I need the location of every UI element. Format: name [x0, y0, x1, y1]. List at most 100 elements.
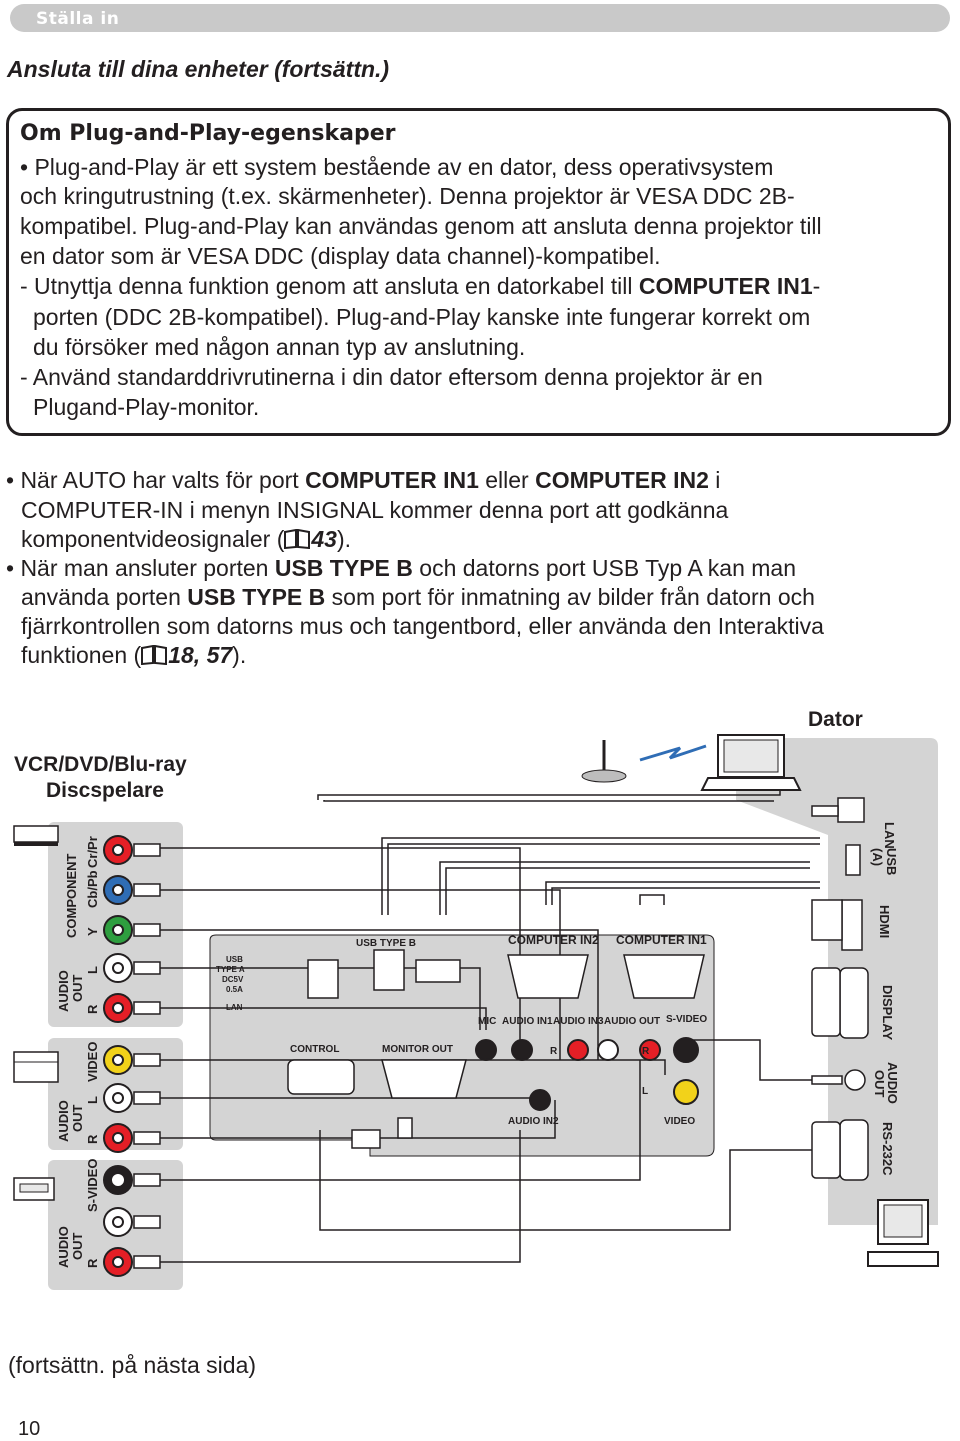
- s-video-label: S-VIDEO: [85, 1159, 100, 1212]
- cb-pb-label: Cb/Pb: [85, 870, 100, 908]
- plug-and-play-box: [6, 108, 951, 436]
- usb-a-port: [845, 844, 861, 876]
- pnp-text-line: och kringutrustning (t.ex. skärmenheter)…: [20, 183, 795, 209]
- book-reference-icon: [284, 529, 311, 549]
- bullet-usb-line: • När man ansluter porten USB TYPE B och…: [6, 555, 797, 581]
- audio-in3-jack-white: [597, 1039, 619, 1061]
- pnp-text-line: du försöker med någon annan typ av anslu…: [33, 334, 526, 360]
- bullet-usb-line: fjärrkontrollen som datorns mus och tang…: [21, 613, 824, 639]
- pc-lan-label: LAN: [882, 822, 897, 849]
- pc-hdmi-label: HDMI: [877, 905, 892, 938]
- r-panel-label: R: [642, 1046, 650, 1057]
- computer-in1-port: [623, 954, 705, 999]
- usb-type-b-label: USB TYPE B: [356, 938, 416, 949]
- audio-in3-jack-red: [567, 1039, 589, 1061]
- section-header-bar: Ställa in: [10, 4, 950, 32]
- bullet-auto-line: • När AUTO har valts för port COMPUTER I…: [6, 467, 721, 493]
- page-number: 10: [18, 1418, 41, 1440]
- cr-pr-label: Cr/Pr: [85, 836, 100, 868]
- vcr-device-icon: [13, 1051, 59, 1083]
- component-label: COMPONENT: [64, 853, 79, 938]
- out-label: OUT: [70, 975, 85, 1003]
- out-label: OUT: [70, 1233, 85, 1261]
- lan-small-label: LAN: [226, 1003, 243, 1012]
- audio-label: AUDIO: [56, 970, 71, 1012]
- vcr-label: VCR/DVD/Blu-ray: [14, 753, 187, 776]
- pnp-text-line: • Plug-and-Play är ett system bestående …: [20, 154, 774, 180]
- usb-type-b-jack: [373, 949, 405, 991]
- usb-a-small-label: 0.5A: [226, 985, 243, 994]
- audio-out-port: [844, 1069, 866, 1091]
- page-subtitle: Ansluta till dina enheter (fortsättn.): [7, 56, 390, 82]
- audio-out-jack-red: [639, 1039, 661, 1061]
- pnp-text-line: - Utnyttja denna funktion genom att ansl…: [20, 273, 821, 299]
- pnp-text-line: porten (DDC 2B-kompatibel). Plug-and-Pla…: [33, 304, 811, 330]
- continued-note: (fortsättn. på nästa sida): [8, 1352, 257, 1378]
- section-title: Ställa in: [36, 9, 120, 29]
- bullet-usb-line: funktionen (18, 57).: [21, 642, 247, 668]
- dvd-player-icon: [13, 825, 59, 846]
- video-jack: [673, 1079, 699, 1105]
- pc-out-label: OUT: [872, 1070, 887, 1098]
- connection-diagram: COMPONENT Cr/Pr Cb/Pb Y AUDIO OUT L R VI…: [13, 734, 939, 1290]
- pc-display-label: DISPLAY: [880, 985, 895, 1040]
- audio-in1-label: AUDIO IN1: [502, 1016, 553, 1027]
- laptop-icon: [700, 734, 802, 791]
- audio-out-label: AUDIO OUT: [604, 1016, 660, 1027]
- player-device-icon: [13, 1177, 55, 1201]
- vcr-label: Discspelare: [46, 779, 164, 802]
- audio-in1-jack: [511, 1039, 533, 1061]
- dator-label: Dator: [808, 708, 863, 731]
- video-label: VIDEO: [85, 1042, 100, 1082]
- usb-a-small-label: TYPE A: [216, 965, 245, 974]
- pnp-text-line: en dator som är VESA DDC (display data c…: [20, 243, 661, 269]
- monitor-out-label: MONITOR OUT: [382, 1044, 453, 1055]
- wireless-signal-icon: [639, 744, 707, 762]
- r-label: R: [85, 1134, 100, 1144]
- computer-in1-label: COMPUTER IN1: [616, 933, 707, 947]
- computer-in2-label: COMPUTER IN2: [508, 933, 599, 947]
- usb-type-a-jack: [415, 959, 461, 983]
- pnp-text-line: kompatibel. Plug-and-Play kan användas g…: [20, 213, 822, 239]
- audio-label: AUDIO: [56, 1226, 71, 1268]
- audio-in2-jack: [529, 1089, 551, 1111]
- pc-usb-a-label: (A): [870, 848, 885, 866]
- audio-in2-label: AUDIO IN2: [508, 1116, 559, 1127]
- pnp-text-line: Plugand-Play-monitor.: [33, 394, 260, 420]
- mic-label: MIC: [478, 1016, 496, 1027]
- pnp-text-line: - Använd standarddrivrutinerna i din dat…: [20, 364, 763, 390]
- display-port: [839, 967, 869, 1039]
- monitor-out-port: [381, 1059, 467, 1099]
- bullet-usb-line: använda porten USB TYPE B som port för i…: [21, 584, 815, 610]
- audio-in3-label: AUDIO IN3: [553, 1016, 604, 1027]
- rs232c-port: [839, 1119, 869, 1181]
- mic-jack: [475, 1039, 497, 1061]
- l-panel-label: L: [642, 1086, 648, 1097]
- r-panel-label: R: [550, 1046, 558, 1057]
- lan-port: [837, 797, 865, 823]
- usb-a-small-label: DC5V: [222, 975, 244, 984]
- bullet-auto-line: COMPUTER-IN i menyn INSIGNAL kommer denn…: [21, 497, 729, 523]
- usb-a-small-label: USB: [226, 955, 243, 964]
- r-label: R: [85, 1004, 100, 1014]
- monitor-icon: [867, 1199, 939, 1267]
- y-label: Y: [85, 927, 100, 936]
- pc-rs232c-label: RS-232C: [880, 1122, 895, 1176]
- lan-jack: [307, 959, 339, 999]
- out-label: OUT: [70, 1105, 85, 1133]
- control-label: CONTROL: [290, 1044, 339, 1055]
- l-label: L: [85, 1096, 100, 1104]
- video-panel-label: VIDEO: [664, 1116, 695, 1127]
- pc-usb-label: USB: [884, 848, 899, 875]
- s-video-panel-label: S-VIDEO: [666, 1014, 707, 1025]
- l-label: L: [85, 966, 100, 974]
- bullet-auto-line: komponentvideosignaler (43).: [21, 526, 352, 552]
- plug-and-play-title: Om Plug-and-Play-egenskaper: [20, 121, 396, 146]
- s-video-jack: [673, 1037, 699, 1063]
- pc-audio-label: AUDIO: [885, 1062, 900, 1104]
- audio-label: AUDIO: [56, 1100, 71, 1142]
- computer-in2-port: [507, 954, 589, 999]
- book-reference-icon: [141, 645, 168, 665]
- r-label: R: [85, 1258, 100, 1268]
- hdmi-port: [841, 899, 863, 951]
